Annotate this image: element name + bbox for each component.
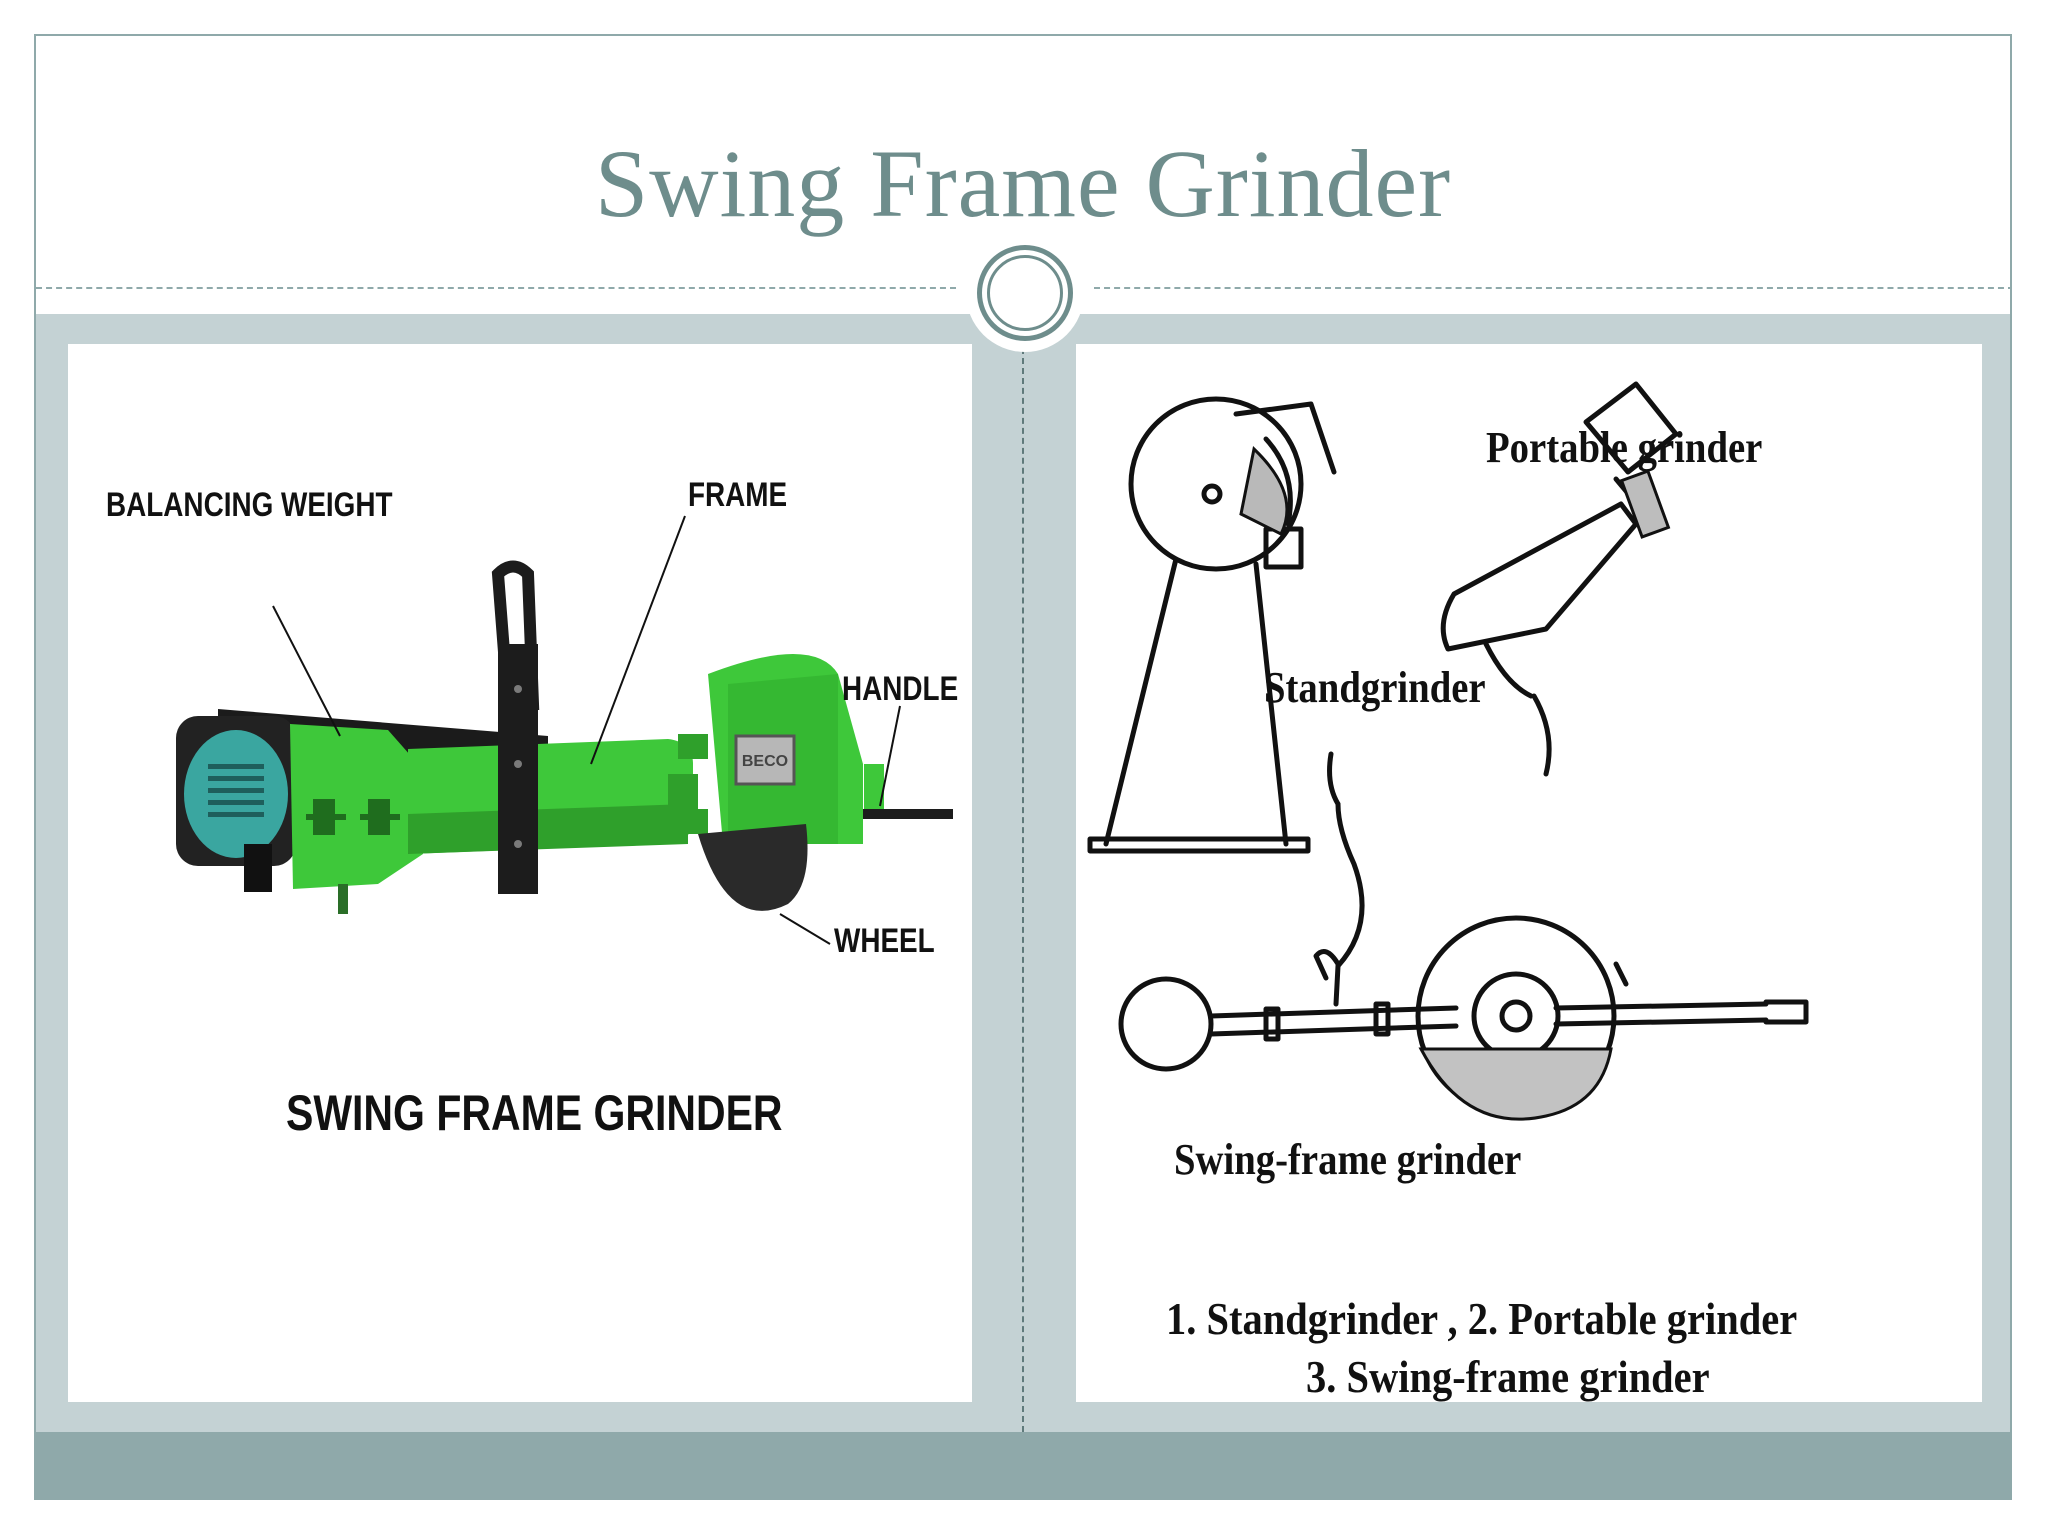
slide: Swing Frame Grinder: [34, 34, 2012, 1500]
label-balancing-weight: BALANCING WEIGHT: [106, 486, 393, 524]
circle-emblem: [966, 234, 1084, 352]
label-handle: HANDLE: [842, 670, 959, 708]
slide-title: Swing Frame Grinder: [594, 130, 1452, 237]
footer-band: [36, 1432, 2010, 1498]
label-portable-grinder: Portable grinder: [1486, 423, 1763, 472]
label-frame: FRAME: [688, 476, 788, 514]
caption-line-1: 1. Standgrinder , 2. Portable grinder: [1166, 1293, 1798, 1344]
label-wheel: WHEEL: [834, 922, 935, 960]
left-caption: SWING FRAME GRINDER: [286, 1085, 783, 1141]
title-divider-right: [1094, 287, 2010, 289]
grinder-types-illustration: [1087, 381, 1809, 1121]
panel-divider: [1022, 348, 1024, 1432]
title-divider-left: [36, 287, 956, 289]
brand-badge: BECO: [742, 753, 788, 770]
label-swing-frame-grinder: Swing-frame grinder: [1174, 1135, 1522, 1184]
grinder-types-drawing-panel: Portable grinder Standgrinder Swing-fram…: [1076, 344, 1982, 1402]
swing-frame-grinder-photo-panel: BECO BALANCING WEIGHT FRAME HANDLE WHEEL…: [68, 344, 972, 1402]
label-stand-grinder: Standgrinder: [1264, 663, 1486, 712]
caption-line-2: 3. Swing-frame grinder: [1306, 1351, 1710, 1402]
ring-icon: [977, 245, 1073, 341]
swing-frame-grinder-illustration: BECO: [176, 515, 953, 945]
